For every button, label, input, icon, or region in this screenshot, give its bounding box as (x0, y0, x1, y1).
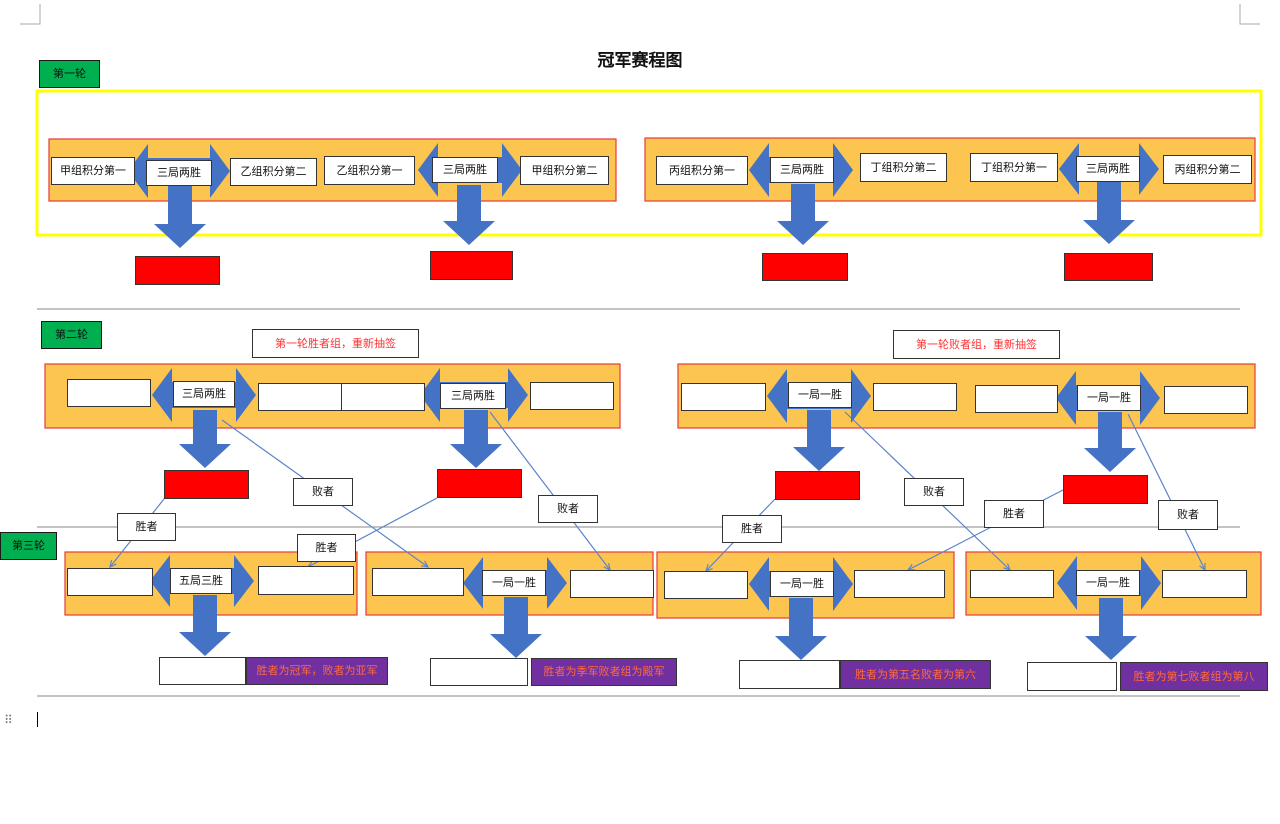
placement-rule: 胜者为第七败者组为第八 (1120, 662, 1268, 691)
round-label-1: 第一轮 (39, 60, 100, 88)
final-result-slot (430, 658, 528, 686)
team-box: 丁组积分第一 (970, 153, 1058, 182)
down-arrow (179, 410, 231, 468)
round1-result-box (135, 256, 220, 285)
team-slot-empty (854, 570, 945, 598)
placement-rule: 胜者为季军败者组为殿军 (531, 658, 677, 686)
connector-line (1127, 413, 1206, 571)
match-format-label: 一局一胜 (788, 382, 852, 408)
team-slot-empty (372, 568, 464, 596)
final-result-slot (159, 657, 246, 685)
round2-result-box (437, 469, 522, 498)
down-arrow (1084, 412, 1136, 472)
round1-highlight-frame (35, 89, 1263, 237)
team-box: 甲组积分第一 (51, 157, 135, 185)
placement-rule: 胜者为冠军，败者为亚军 (246, 657, 388, 685)
match-panels (44, 137, 1262, 619)
page-corner-marks (20, 4, 1260, 25)
team-slot-empty (873, 383, 957, 411)
winners-group-note: 第一轮胜者组，重新抽签 (252, 329, 419, 358)
winner-label: 胜者 (117, 513, 176, 541)
round2-result-box (775, 471, 860, 500)
match-format-label: 一局一胜 (1077, 385, 1141, 411)
team-slot-empty (67, 568, 153, 596)
team-slot-empty (1162, 570, 1247, 598)
team-slot-empty (664, 571, 748, 599)
team-box: 丙组积分第二 (1163, 155, 1252, 184)
down-arrow (777, 184, 829, 245)
down-arrow (490, 597, 542, 658)
down-arrow (793, 410, 845, 471)
final-result-slot (1027, 662, 1117, 691)
team-box: 乙组积分第一 (324, 156, 415, 185)
page-title: 冠军赛程图 (597, 51, 683, 71)
team-slot-empty (530, 382, 614, 410)
match-format-label: 一局一胜 (1076, 570, 1140, 596)
round2-result-box (1063, 475, 1148, 504)
round1-result-box (430, 251, 513, 280)
team-box: 甲组积分第二 (520, 156, 609, 185)
down-arrow (1083, 182, 1135, 244)
losers-group-note: 第一轮败者组，重新抽签 (893, 330, 1060, 359)
team-slot-empty (67, 379, 151, 407)
match-format-label: 三局两胜 (146, 160, 212, 186)
down-arrow (179, 595, 231, 656)
match-format-label: 三局两胜 (770, 157, 834, 183)
match-format-label: 一局一胜 (482, 570, 546, 596)
team-slot-empty (570, 570, 654, 598)
team-box: 丁组积分第二 (860, 153, 947, 182)
loser-label: 败者 (538, 495, 598, 523)
down-arrow (775, 598, 827, 660)
team-slot-empty (975, 385, 1058, 413)
round1-result-box (762, 253, 848, 281)
winner-label: 胜者 (297, 534, 356, 562)
winner-label: 胜者 (984, 500, 1044, 528)
drag-handle-icon[interactable]: ⠿ (4, 713, 13, 727)
round2-result-box (164, 470, 249, 499)
loser-label: 败者 (904, 478, 964, 506)
down-arrow (1085, 598, 1137, 660)
connector-arrowhead (109, 560, 117, 569)
team-slot-empty (970, 570, 1054, 598)
round-label-2: 第二轮 (41, 321, 102, 349)
down-arrow (450, 410, 502, 468)
connector-arrowhead (420, 560, 430, 568)
winner-label: 胜者 (722, 515, 782, 543)
team-slot-empty (681, 383, 766, 411)
team-box: 丙组积分第一 (656, 156, 748, 185)
team-slot-empty (258, 566, 354, 595)
match-format-label: 五局三胜 (170, 568, 232, 594)
loser-label: 败者 (293, 478, 353, 506)
team-box: 乙组积分第二 (230, 158, 317, 186)
match-format-label: 三局两胜 (173, 381, 235, 407)
loser-label: 败者 (1158, 500, 1218, 530)
round1-result-box (1064, 253, 1153, 281)
text-cursor (37, 712, 38, 727)
team-slot-empty (341, 383, 425, 411)
team-slot-empty (1164, 386, 1248, 414)
match-format-label: 三局两胜 (440, 383, 506, 409)
final-result-slot (739, 660, 840, 689)
team-slot-empty (258, 383, 345, 411)
connector-line (489, 411, 611, 571)
match-format-label: 三局两胜 (432, 157, 498, 183)
connector-lines (109, 411, 1206, 572)
down-arrow (154, 186, 206, 248)
match-format-label: 三局两胜 (1076, 156, 1140, 182)
placement-rule: 胜者为第五名败者为第六 (840, 660, 991, 689)
round-label-3: 第三轮 (0, 532, 57, 560)
match-format-label: 一局一胜 (770, 571, 834, 597)
down-arrow (443, 185, 495, 245)
